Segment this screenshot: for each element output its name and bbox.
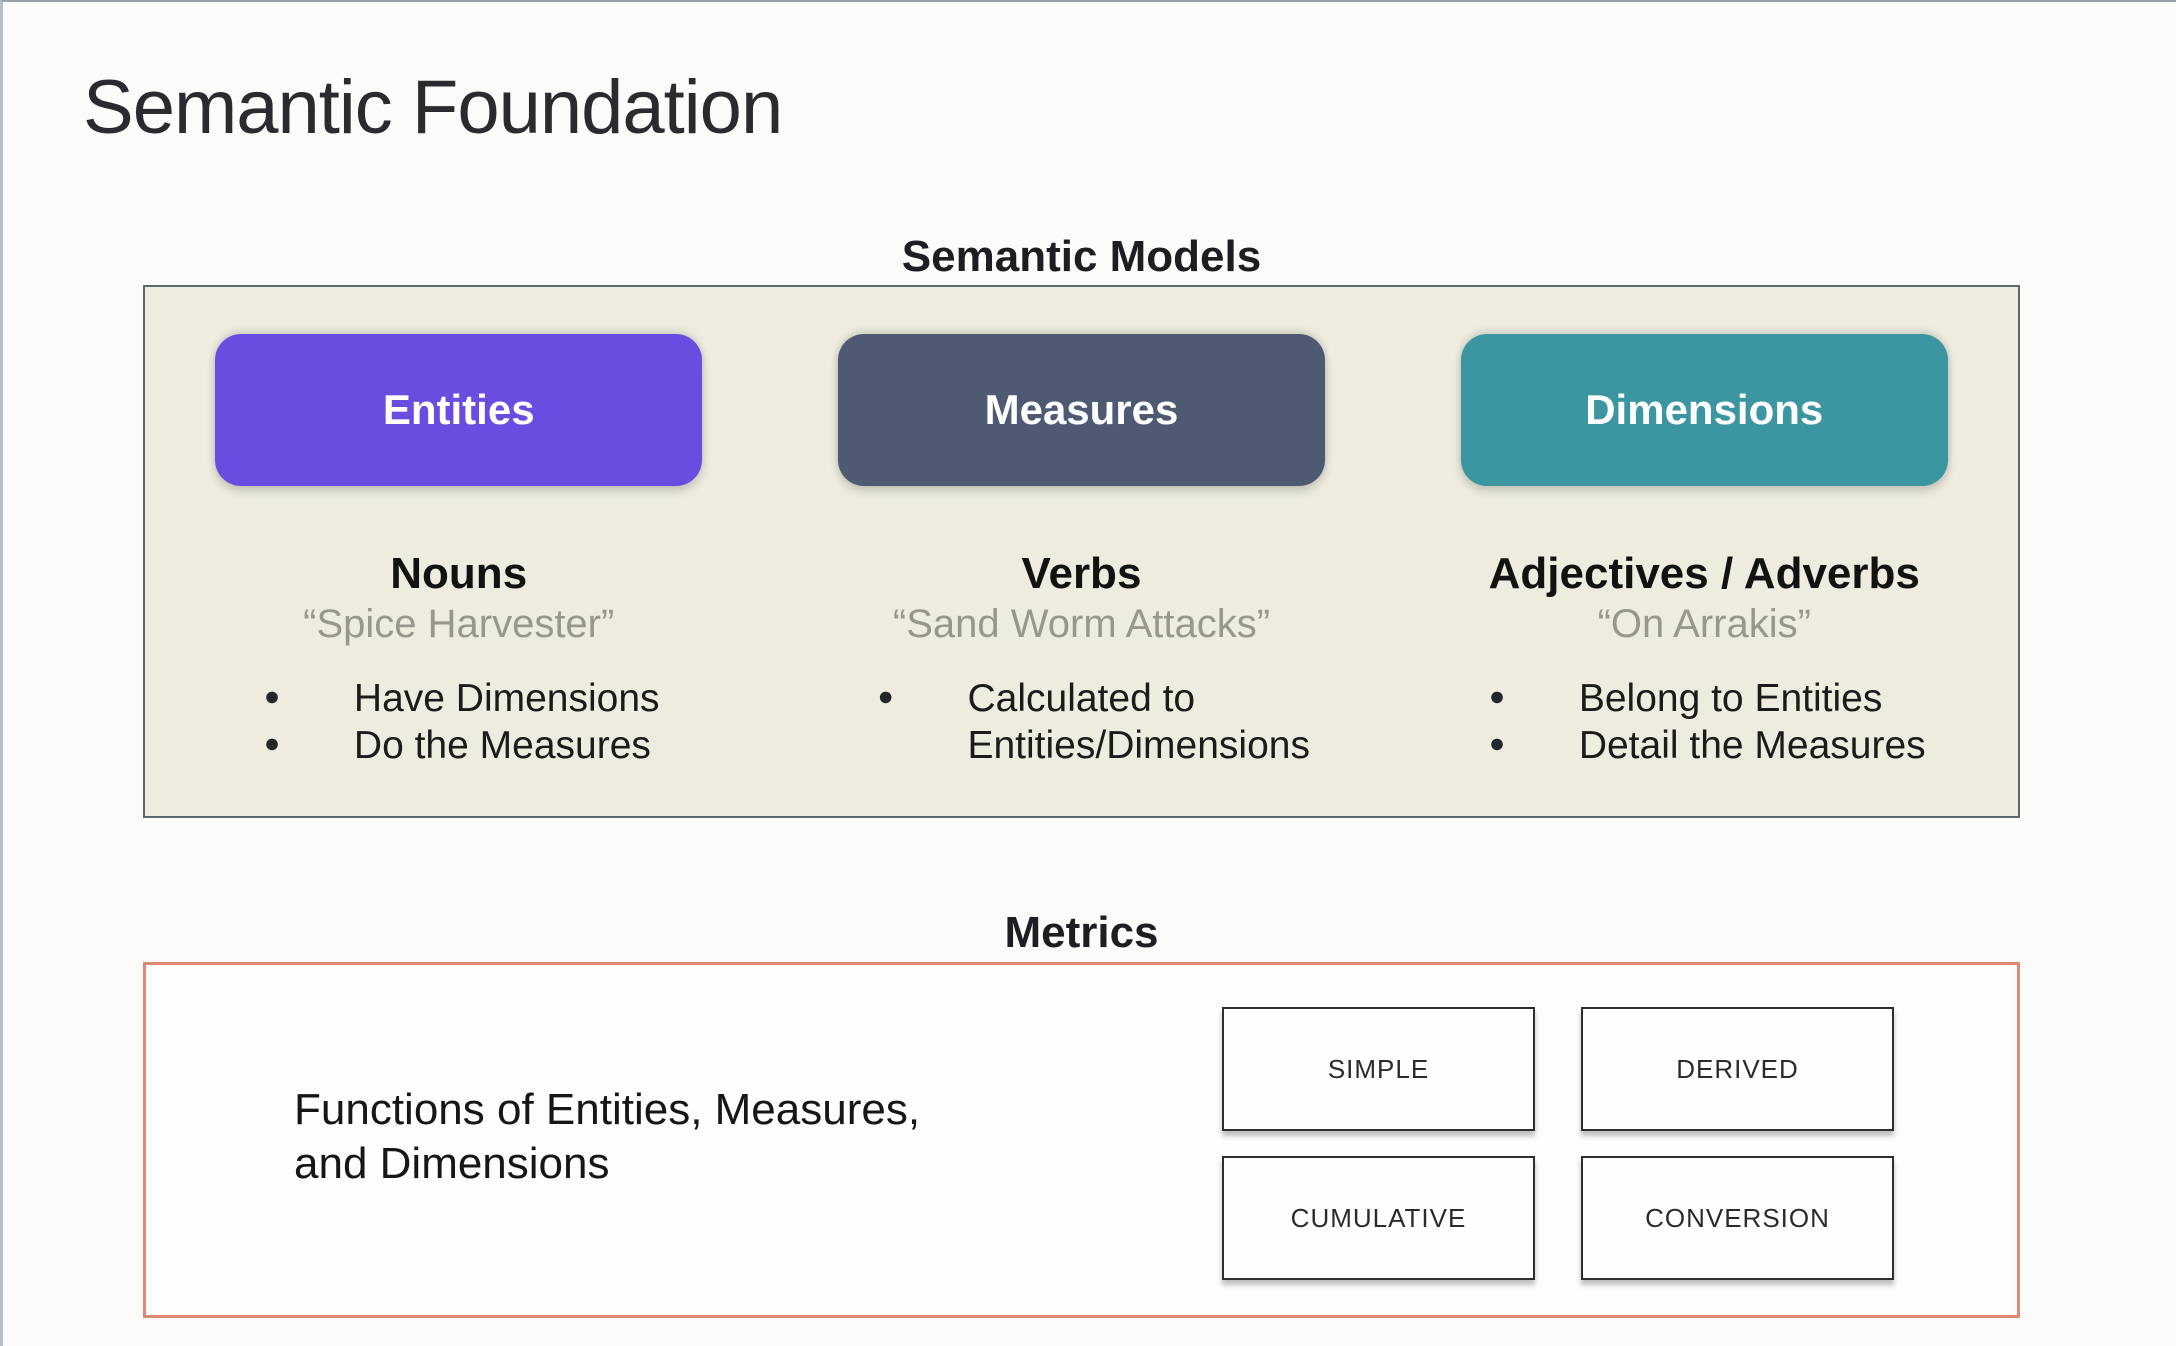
measures-pill: Measures <box>837 334 1325 486</box>
bullet-item: Detail the Measures <box>1483 723 1926 770</box>
dimensions-pill: Dimensions <box>1460 334 1948 486</box>
dimensions-word-type: Adjectives / Adverbs <box>1488 549 1920 598</box>
measures-column: Measures Verbs “Sand Worm Attacks” Calcu… <box>772 334 1390 770</box>
page-title: Semantic Foundation <box>83 65 783 150</box>
bullet-item: Do the Measures <box>258 723 660 770</box>
semantic-models-panel: Entities Nouns “Spice Harvester” Have Di… <box>143 285 2020 818</box>
bullet-item: Have Dimensions <box>258 676 660 723</box>
entities-pill: Entities <box>215 334 703 486</box>
metric-types-grid: SIMPLE DERIVED CUMULATIVE CONVERSION <box>1222 1007 1894 1280</box>
metric-type-conversion: CONVERSION <box>1581 1156 1894 1280</box>
measures-example: “Sand Worm Attacks” <box>892 602 1271 647</box>
dimensions-column: Dimensions Adjectives / Adverbs “On Arra… <box>1395 334 2013 770</box>
metrics-description-line: Functions of Entities, Measures, <box>294 1085 921 1134</box>
metrics-description-line: and Dimensions <box>294 1138 610 1188</box>
bullet-item: Belong to Entities <box>1483 676 1926 723</box>
metric-type-simple: SIMPLE <box>1222 1007 1535 1131</box>
semantic-models-heading: Semantic Models <box>901 232 1262 281</box>
bullet-item: Calculated to Entities/Dimensions <box>871 676 1309 770</box>
entities-word-type: Nouns <box>390 549 528 598</box>
dimensions-example: “On Arrakis” <box>1597 602 1811 647</box>
measures-word-type: Verbs <box>1021 549 1142 598</box>
metric-type-derived: DERIVED <box>1581 1007 1894 1131</box>
entities-bullet-list: Have Dimensions Do the Measures <box>258 676 660 770</box>
metrics-description: Functions of Entities, Measures, and Dim… <box>294 1083 920 1190</box>
measures-bullet-list: Calculated to Entities/Dimensions <box>871 676 1309 770</box>
entities-column: Entities Nouns “Spice Harvester” Have Di… <box>150 334 768 770</box>
metric-type-cumulative: CUMULATIVE <box>1222 1156 1535 1280</box>
metrics-heading: Metrics <box>1004 908 1159 957</box>
dimensions-bullet-list: Belong to Entities Detail the Measures <box>1483 676 1926 770</box>
entities-example: “Spice Harvester” <box>303 602 615 647</box>
metrics-panel: Functions of Entities, Measures, and Dim… <box>143 962 2020 1318</box>
